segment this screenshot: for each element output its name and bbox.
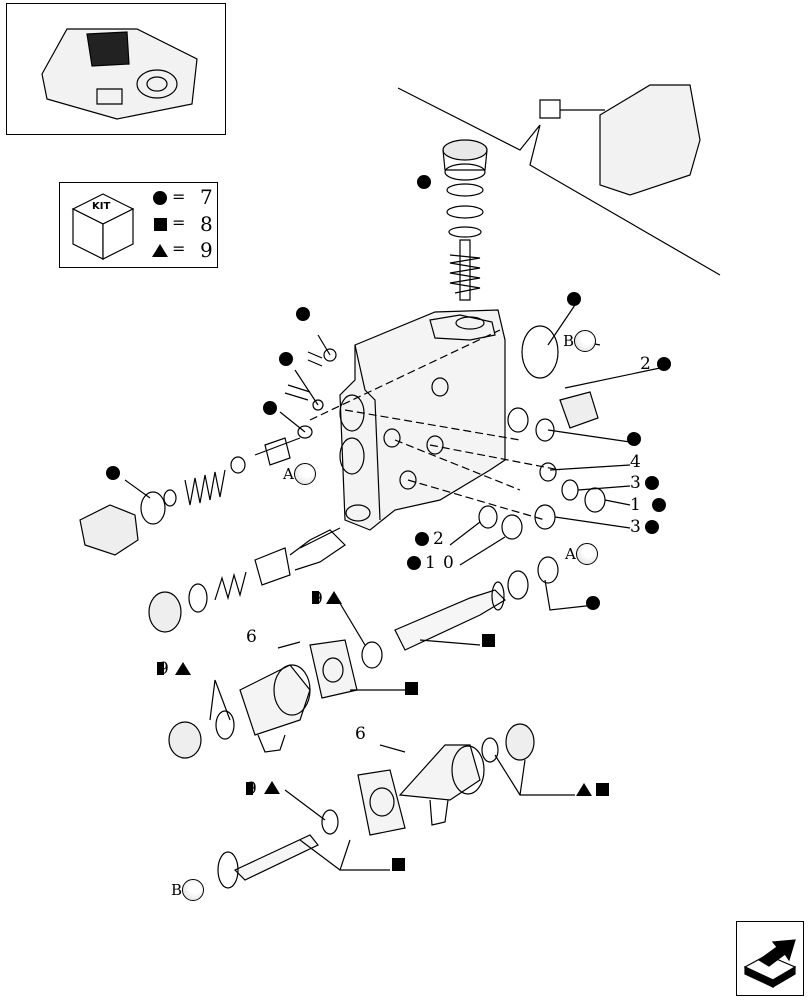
callout-dot [296,307,310,321]
spool-bottom [233,834,319,881]
callout-square [392,858,405,871]
callout-square [157,662,164,675]
ref-circle-b-top: B [563,330,596,352]
callout-3-a: 3 [630,473,641,493]
section-cut-line [397,87,721,276]
callout-1-left: 1 [425,553,436,573]
callout-dot [279,352,293,366]
kit-equals-1: = [172,187,186,206]
callout-square [482,634,495,647]
cover-flange-1 [309,639,358,699]
callout-dot [106,466,120,480]
callout-dot [627,432,641,446]
callout-triangle [175,662,191,675]
callout-6-lower: 6 [355,724,366,744]
ref-circle-b-bottom: B [171,879,204,901]
callout-square [246,782,253,795]
callout-2-right: 2 [640,354,651,374]
callout-dot [417,175,431,189]
kit-cube-icon [71,193,135,260]
callout-square [312,591,319,604]
kit-number-8: 8 [200,212,213,236]
cover-flange-2 [357,769,406,836]
callout-square [596,783,609,796]
thumbnail-valve [599,84,701,196]
callout-1-right: 1 [630,495,641,515]
callout-dot [407,556,421,570]
kit-equals-3: = [172,239,186,258]
cylinder-cap-2 [398,744,481,801]
kit-number-9: 9 [200,238,213,262]
assembly-thumbnail [6,3,226,135]
callout-triangle [576,783,592,796]
callout-dot [645,476,659,490]
spring [449,254,481,294]
kit-triangle-symbol [152,244,168,257]
callout-dot [567,292,581,306]
callout-0: 0 [443,553,454,573]
callout-dot [263,401,277,415]
spool-middle [394,589,506,651]
kit-label: KIT [92,201,111,212]
next-page-button[interactable] [736,921,804,996]
callout-dot [586,596,600,610]
kit-square-symbol [154,218,167,231]
kit-equals-2: = [172,213,186,232]
kit-circle-symbol [153,191,167,205]
next-page-arrow-icon [743,939,797,989]
ref-circle-a-right: A [565,543,598,565]
spring-left [184,469,226,506]
knurled-plug [148,591,182,633]
callout-4: 4 [630,452,641,472]
callout-triangle [264,781,280,794]
callout-square [405,682,418,695]
callout-2-left: 2 [433,529,444,549]
ref-circle-a-left: A [283,463,316,485]
callout-dot [652,498,666,512]
callout-dot [645,520,659,534]
callout-6-upper: 6 [246,627,257,647]
callout-dot [415,532,429,546]
callout-dot [657,357,671,371]
callout-3-b: 3 [630,517,641,537]
knurled-cap [442,139,488,161]
plug-left [79,504,139,556]
kit-number-7: 7 [200,185,213,209]
valve-body [339,309,506,531]
assembly-thumbnail-icon [41,28,198,120]
kit-legend: KIT = 7 = 8 = 9 [59,182,218,268]
callout-triangle [326,591,342,604]
